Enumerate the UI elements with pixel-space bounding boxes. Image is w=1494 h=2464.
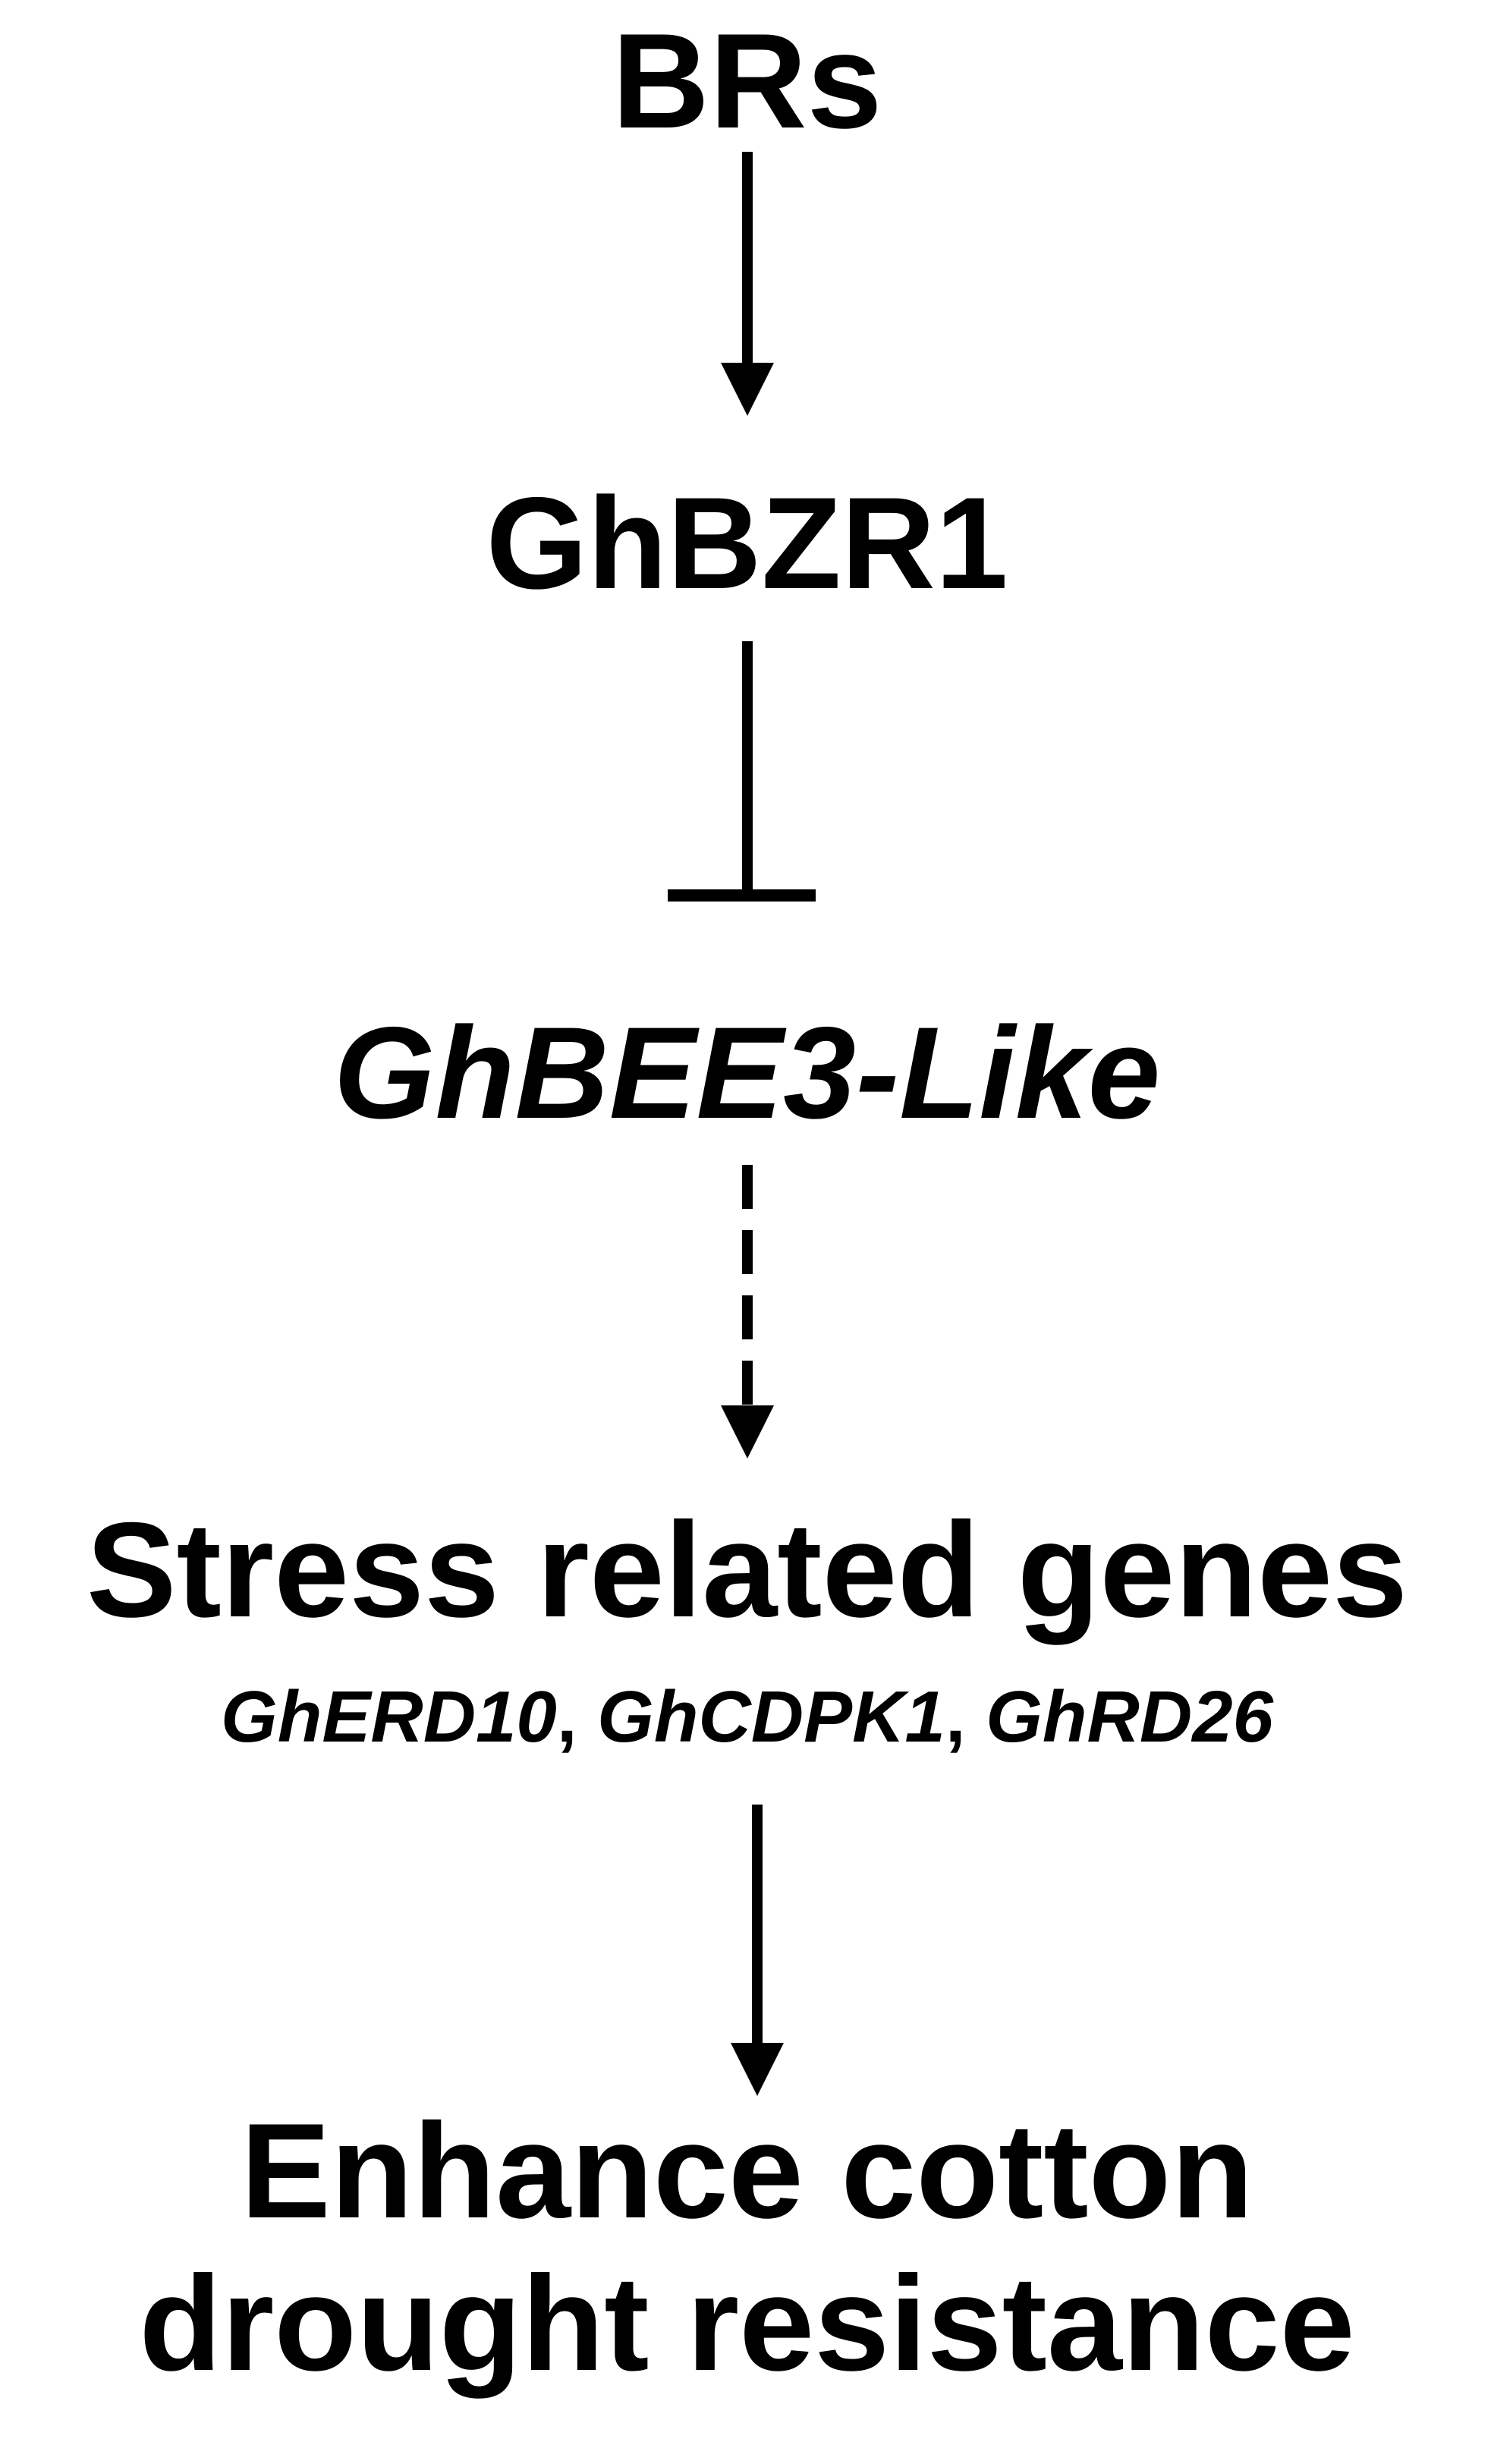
gene-ghCDPK1: GhCDPK1 bbox=[597, 1676, 945, 1758]
gene-ghRD26: GhRD26 bbox=[986, 1676, 1273, 1758]
arrow-head bbox=[731, 2043, 784, 2096]
gene-ghERD10: GhERD10 bbox=[221, 1676, 557, 1758]
edge-ghbee3-to-stress-genes bbox=[721, 1165, 774, 1459]
arrow-head bbox=[721, 1405, 774, 1459]
edge-stress-genes-to-outcome bbox=[731, 1805, 784, 2096]
outcome-line-2: drought resistance bbox=[139, 2248, 1355, 2399]
node-outcome: Enhance cotton drought resistance bbox=[0, 2094, 1494, 2399]
edge-brs-to-ghbzr1 bbox=[721, 152, 774, 416]
node-ghbzr1: GhBZR1 bbox=[486, 470, 1008, 616]
node-stress-related-genes: Stress related genes bbox=[86, 1494, 1408, 1645]
arrow-head bbox=[721, 363, 774, 416]
node-ghbee3-like: GhBEE3-Like bbox=[333, 1000, 1161, 1146]
outcome-line-1: Enhance cotton bbox=[240, 2095, 1254, 2246]
gene-separator: , bbox=[945, 1676, 966, 1758]
gene-separator: , bbox=[556, 1676, 577, 1758]
edge-ghbzr1-inhibits-ghbee3 bbox=[668, 641, 816, 902]
node-brs: BRs bbox=[612, 5, 882, 156]
stress-gene-list: GhERD10, GhCDPK1, GhRD26 bbox=[0, 1681, 1494, 1754]
